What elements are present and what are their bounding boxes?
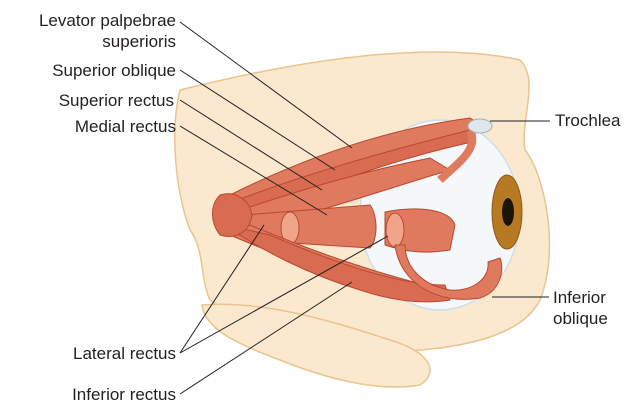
label-inferior-rectus: Inferior rectus (0, 384, 176, 405)
label-inferior-oblique: Inferior oblique (553, 287, 608, 329)
label-levator-palpebrae: Levator palpebrae superioris (0, 10, 176, 52)
label-medial-rectus: Medial rectus (0, 116, 176, 137)
label-superior-oblique: Superior oblique (0, 60, 176, 81)
label-trochlea: Trochlea (555, 110, 621, 131)
label-lateral-rectus: Lateral rectus (0, 343, 176, 364)
label-superior-rectus: Superior rectus (0, 90, 174, 111)
trochlea-cartilage (468, 119, 492, 133)
